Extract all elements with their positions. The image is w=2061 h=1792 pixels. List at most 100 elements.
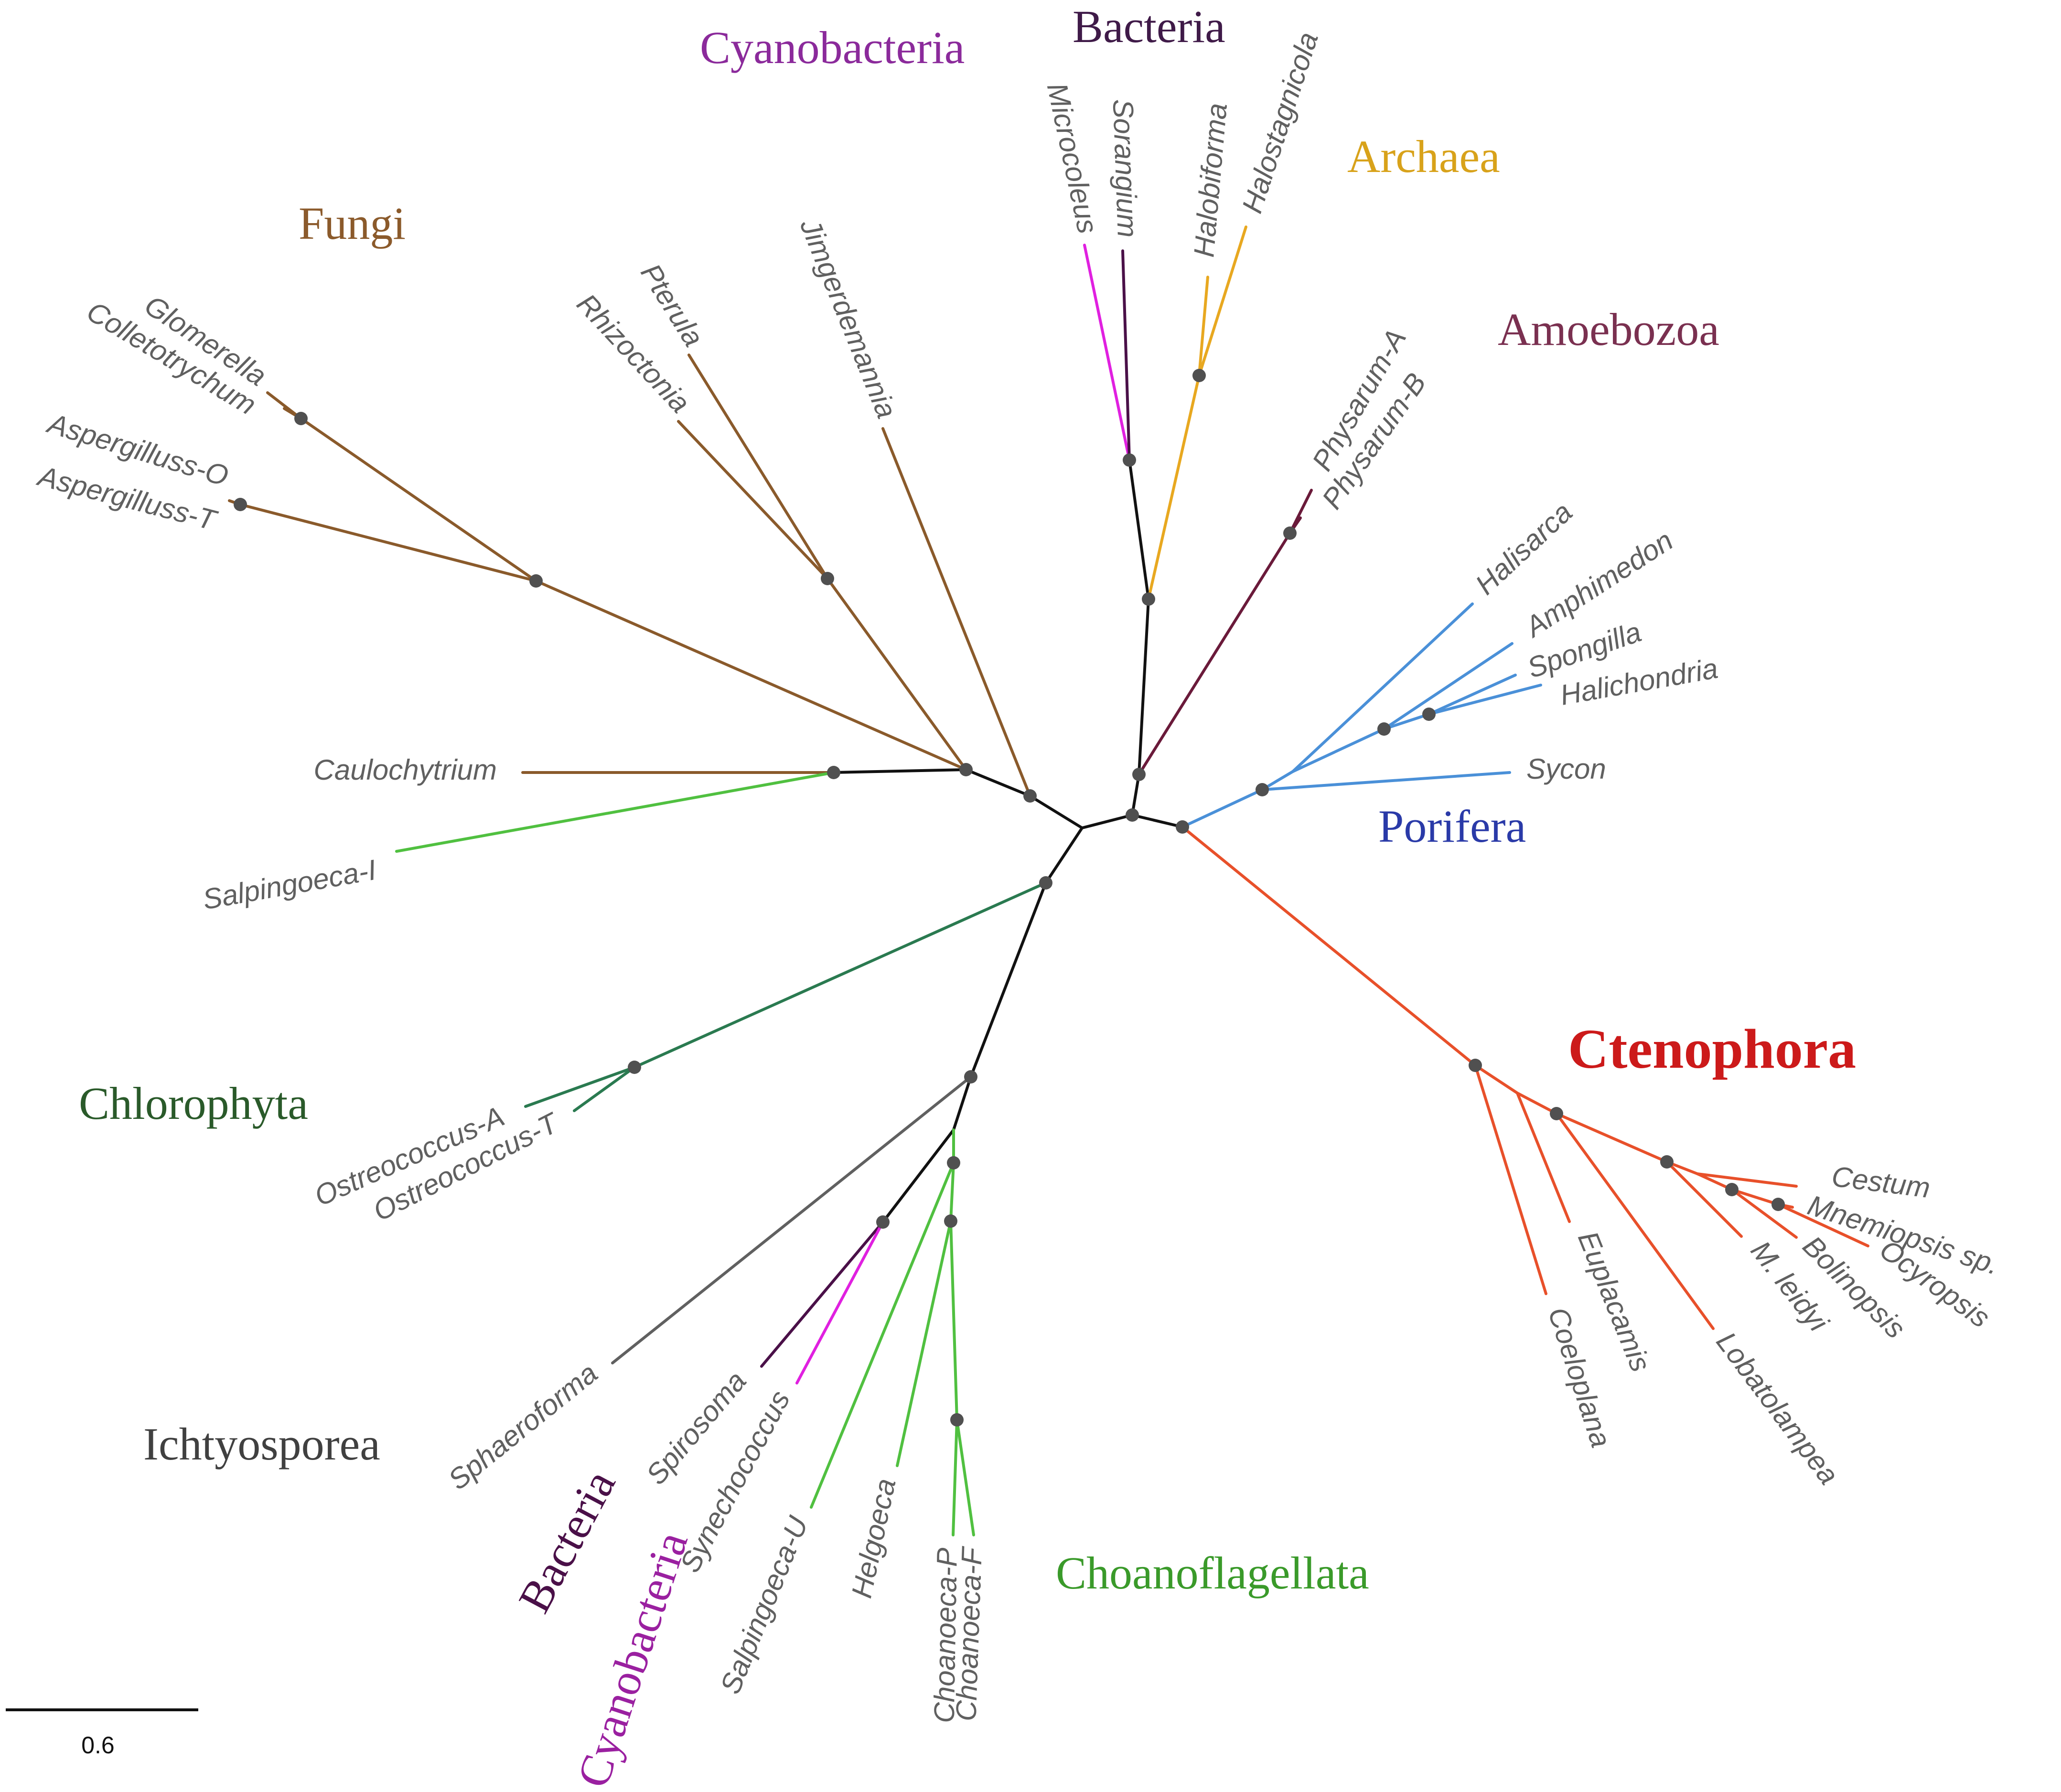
- branch: [760, 1221, 884, 1368]
- fungi-clade: [228, 354, 1031, 797]
- node: [827, 766, 840, 779]
- branch: [1696, 1172, 1798, 1188]
- group-label-cyanobacteria-top: Cyanobacteria: [700, 22, 965, 73]
- node: [964, 1070, 977, 1084]
- branch: [955, 1418, 975, 1536]
- node: [628, 1061, 641, 1074]
- node: [1176, 820, 1189, 834]
- ctenophora-clade: [1181, 826, 1869, 1330]
- branch: [949, 1220, 958, 1421]
- branch: [1138, 598, 1150, 776]
- branch: [896, 1220, 952, 1467]
- branch: [300, 417, 537, 582]
- branch: [1147, 374, 1201, 601]
- node: [944, 1214, 957, 1228]
- group-label-bacteria-top: Bacteria: [1073, 1, 1225, 52]
- branch: [1083, 244, 1131, 461]
- taxon-label: Cestum: [1830, 1160, 1932, 1204]
- group-label-choanoflagellata: Choanoflagellata: [1056, 1547, 1369, 1599]
- branch: [524, 1066, 636, 1108]
- group-label-archaea: Archaea: [1347, 131, 1500, 182]
- branch: [677, 420, 829, 580]
- branch: [573, 1066, 636, 1112]
- branch: [1730, 1188, 1780, 1206]
- branch: [239, 503, 537, 582]
- taxon-label: Choanoeca-P: [928, 1547, 963, 1723]
- node: [1256, 783, 1269, 796]
- node: [947, 1156, 960, 1170]
- branch: [969, 881, 1047, 1078]
- group-label-ichthyosporea: Ichtyosporea: [143, 1418, 380, 1470]
- branch: [1291, 602, 1474, 773]
- branch: [1138, 532, 1291, 776]
- taxon-label: Halobiforma: [1188, 102, 1233, 258]
- branch: [826, 577, 967, 771]
- porifera-clade: [1181, 602, 1542, 828]
- branch: [1128, 459, 1150, 601]
- node: [1123, 453, 1136, 467]
- internal-nodes: [234, 369, 1785, 1427]
- branch: [952, 1075, 972, 1131]
- node: [294, 412, 308, 425]
- group-label-bacteria-bottom: Bacteria: [508, 1462, 625, 1621]
- branch: [1474, 1064, 1519, 1095]
- node: [821, 572, 834, 585]
- taxon-label: Jimgerdemannia: [794, 214, 903, 423]
- branch: [1081, 814, 1134, 829]
- group-label-cyanobacteria-bottom: Cyanobacteria: [567, 1525, 698, 1792]
- taxon-label: Coeloplana: [1542, 1303, 1618, 1451]
- branch: [1131, 814, 1184, 828]
- group-label-ctenophora: Ctenophora: [1568, 1018, 1856, 1080]
- branch: [395, 771, 835, 853]
- branch: [1428, 684, 1542, 716]
- branch: [1383, 713, 1430, 730]
- node: [1142, 592, 1155, 606]
- branch: [965, 768, 1031, 797]
- node: [1725, 1183, 1739, 1196]
- branch: [633, 881, 1047, 1069]
- branch: [1198, 225, 1247, 377]
- group-label-porifera: Porifera: [1378, 801, 1526, 852]
- top-prokaryote-clades: [1083, 225, 1247, 601]
- node: [1771, 1198, 1785, 1211]
- scale-bar: 0.6: [6, 1708, 198, 1759]
- branch: [1665, 1160, 1743, 1238]
- branch: [1730, 1188, 1798, 1239]
- branch: [687, 354, 829, 580]
- branch: [1029, 794, 1084, 829]
- branch: [1383, 642, 1514, 730]
- node: [1132, 768, 1146, 781]
- branch: [881, 1128, 955, 1223]
- taxon-label: Salpingoeca-U: [714, 1512, 814, 1698]
- group-label-amoebozoa: Amoebozoa: [1498, 304, 1719, 355]
- node: [959, 763, 973, 776]
- taxon-label: Sycon: [1526, 753, 1606, 785]
- scale-bar-label: 0.6: [81, 1732, 115, 1759]
- ichthyosporea-branch: [611, 1075, 972, 1364]
- choanoflagellata-clade: [810, 1128, 975, 1536]
- taxon-label: Lobatolampea: [1710, 1326, 1845, 1491]
- taxon-label: Caulochytrium: [314, 754, 497, 786]
- branch: [1777, 1203, 1869, 1247]
- branch: [1555, 1112, 1668, 1163]
- group-labels: Fungi Cyanobacteria Bacteria Archaea Amo…: [79, 1, 1856, 1792]
- taxon-label: Pterula: [634, 258, 710, 352]
- node: [1283, 526, 1297, 540]
- branch: [1516, 1092, 1571, 1223]
- node: [1192, 369, 1206, 382]
- bottom-prokaryote-clades: [760, 1221, 884, 1384]
- branch: [1131, 773, 1140, 816]
- branch: [1428, 674, 1517, 716]
- node: [1422, 708, 1436, 721]
- taxon-label: Halisarca: [1469, 496, 1578, 601]
- node: [1550, 1107, 1563, 1120]
- backbone-branches: [832, 459, 1184, 1223]
- node: [1660, 1155, 1674, 1169]
- taxon-label: Halostagnicola: [1236, 28, 1324, 217]
- node: [1469, 1059, 1482, 1072]
- branch: [1291, 728, 1385, 773]
- branch: [1516, 1092, 1558, 1115]
- node: [234, 498, 247, 511]
- branch: [1044, 826, 1084, 884]
